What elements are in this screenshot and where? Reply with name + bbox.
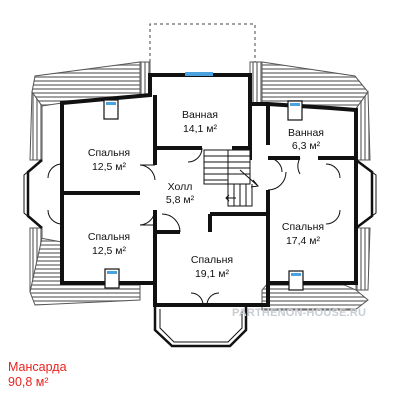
room-bath-right-area: 6,3 м² [292,140,321,152]
bay-window-left [23,159,43,229]
roof-slopes [29,61,371,311]
room-bedroom-left-bottom-name: Спальня [88,231,130,243]
bay-window-bottom [153,305,248,348]
door-swings [47,147,341,306]
stairs [203,149,259,207]
room-bedroom-center-area: 19,1 м² [195,268,230,280]
window-glass [106,72,301,276]
room-bath-right-name: Ванная [288,127,324,139]
room-bedroom-left-top-name: Спальня [88,147,130,159]
dashed-outline [149,23,256,62]
bay-window-right [355,159,377,229]
room-bedroom-left-bottom-area: 12,5 м² [92,245,127,257]
watermark: PARTHENON-HOUSE.RU [232,307,366,319]
room-bedroom-left-top-area: 12,5 м² [92,161,127,173]
room-bedroom-right-name: Спальня [282,221,324,233]
walls [60,73,358,307]
floor-area: 90,8 м² [8,375,49,389]
room-bedroom-right-area: 17,4 м² [286,235,321,247]
room-bedroom-center-name: Спальня [191,254,233,266]
room-hall-name: Холл [168,181,193,193]
room-bath-top-area: 14,1 м² [183,123,218,135]
room-bath-top-name: Ванная [182,109,218,121]
floor-title: Мансарда [8,360,67,374]
room-hall-area: 5,8 м² [166,194,195,206]
